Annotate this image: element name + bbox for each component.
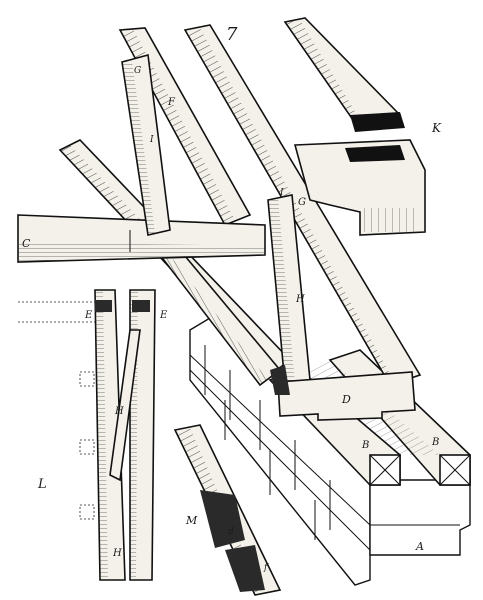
label-small-f: f bbox=[263, 563, 269, 573]
label-d: D bbox=[341, 393, 351, 406]
label-e-left: E bbox=[84, 310, 93, 321]
figure-number: 7 bbox=[226, 24, 238, 45]
label-h-bottom: H bbox=[112, 548, 122, 559]
label-m: M bbox=[185, 514, 198, 527]
detail-k bbox=[283, 17, 426, 236]
label-i-lower: I bbox=[279, 188, 284, 198]
label-f: F bbox=[167, 97, 176, 108]
label-g-left: G bbox=[134, 66, 141, 76]
upper-post bbox=[121, 53, 171, 236]
label-k: K bbox=[431, 121, 442, 135]
label-b-right: B bbox=[431, 437, 439, 448]
sole-piece bbox=[270, 365, 416, 421]
label-g-right: G bbox=[298, 197, 306, 208]
lower-brace bbox=[58, 139, 292, 387]
detail-m bbox=[173, 424, 282, 596]
label-h-lower: H bbox=[114, 406, 124, 417]
label-i-upper: I bbox=[149, 135, 154, 145]
detail-l bbox=[18, 289, 156, 581]
figure-labels: 7 A B B C D E E F G G H H H I I K L M d … bbox=[22, 24, 442, 573]
label-h-center: H bbox=[295, 294, 305, 305]
label-small-d: d bbox=[228, 527, 234, 537]
label-a: A bbox=[415, 540, 424, 553]
label-l: L bbox=[37, 477, 47, 492]
label-b-left: B bbox=[361, 440, 369, 451]
tie-beam bbox=[17, 214, 266, 263]
label-c: C bbox=[22, 237, 31, 250]
label-e-right: E bbox=[159, 310, 168, 321]
